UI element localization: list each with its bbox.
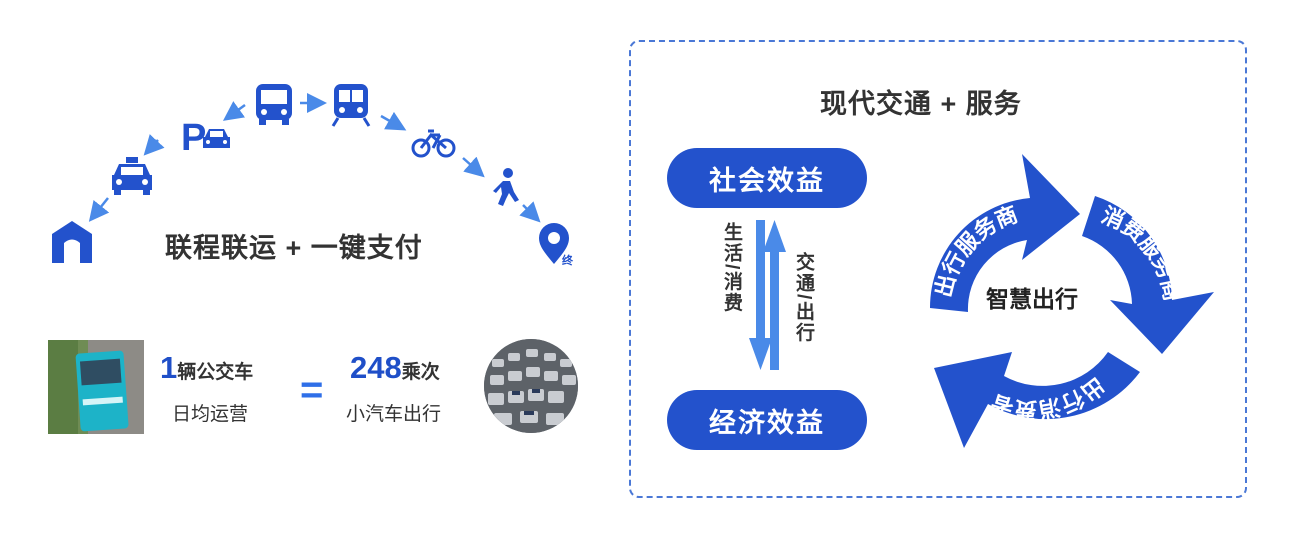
- bus-stat-caption: 日均运营: [172, 404, 249, 425]
- bus-icon: [256, 84, 292, 125]
- down-arrow: [749, 220, 772, 370]
- life-consumption-label: 生活/消费: [721, 222, 742, 314]
- cycle-segment-consumer-provider: [1082, 196, 1214, 354]
- svg-text:P: P: [181, 117, 206, 159]
- up-arrow: [763, 220, 786, 370]
- route-diagram: P 终: [52, 84, 574, 267]
- pedestrian-icon: [493, 168, 519, 206]
- exchange-arrows: [749, 220, 786, 370]
- route-arrow: [143, 134, 165, 156]
- route-arrow: [462, 156, 485, 178]
- modern-transport-panel: [629, 40, 1247, 498]
- bus-unit: 辆公交车: [177, 362, 254, 383]
- car-stat: 248乘次: [350, 350, 440, 386]
- destination-pin-icon: 终: [539, 223, 574, 267]
- panel-title: 现代交通 + 服务: [820, 89, 1022, 119]
- route-title: 联程联运 + 一键支付: [165, 233, 423, 263]
- train-icon: [331, 84, 371, 127]
- parking-icon: P: [181, 117, 230, 159]
- cycle-center-label: 智慧出行: [986, 286, 1078, 312]
- bus-count: 1: [160, 350, 178, 385]
- transport-travel-label: 交通/出行: [793, 252, 814, 344]
- traffic-photo: [484, 339, 578, 433]
- cycle-segment-consumer: [934, 352, 1140, 448]
- economic-benefit-pill: 经济效益: [667, 390, 867, 450]
- car-trip-count: 248: [350, 350, 402, 385]
- smart-travel-cycle: 出行服务商 消费服务商 出行消费者: [929, 154, 1214, 448]
- route-arrow: [88, 197, 110, 222]
- bicycle-icon: [411, 129, 456, 158]
- route-arrow: [380, 111, 407, 131]
- equals-sign: =: [300, 368, 324, 412]
- cycle-segment-travel-provider: [929, 154, 1080, 312]
- bus-photo: [48, 340, 144, 434]
- destination-end-label: 终: [562, 253, 574, 267]
- home-icon: [52, 221, 92, 263]
- taxi-icon: [112, 157, 152, 195]
- route-arrow: [222, 101, 246, 121]
- route-arrow: [519, 201, 541, 223]
- social-benefit-pill: 社会效益: [667, 148, 867, 208]
- bus-stat: 1辆公交车: [160, 350, 253, 386]
- car-trip-unit: 乘次: [401, 362, 440, 383]
- car-stat-caption: 小汽车出行: [346, 404, 442, 425]
